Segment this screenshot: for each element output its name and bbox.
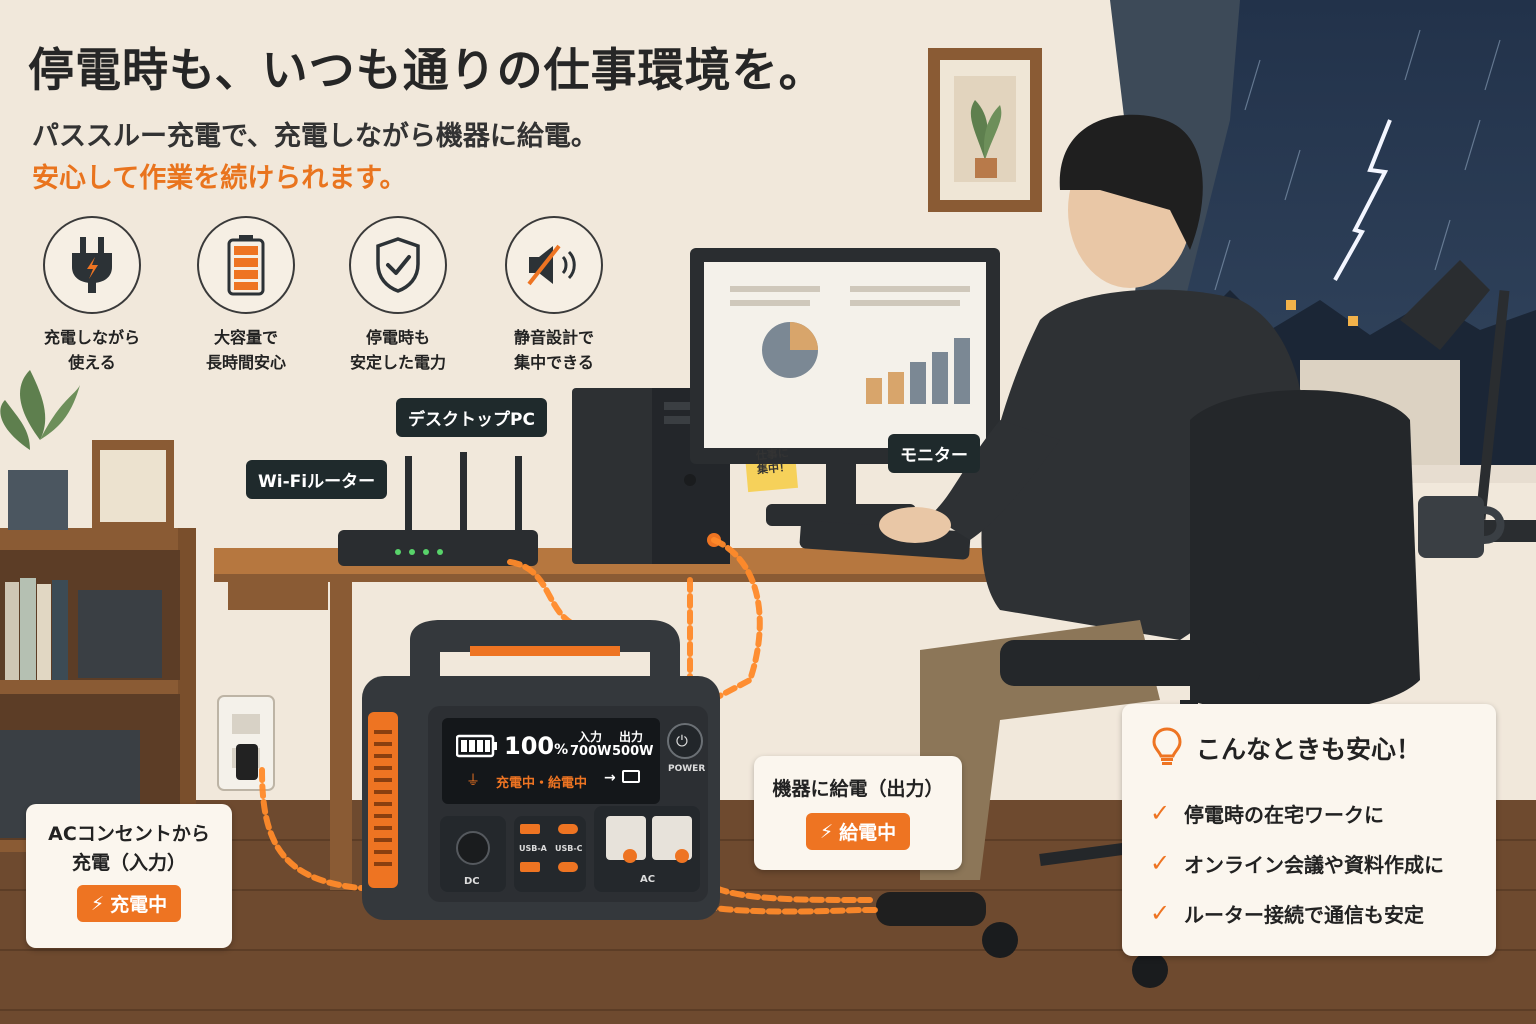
usb-c-port-2 bbox=[558, 862, 578, 872]
check-icon: ✓ bbox=[1150, 849, 1171, 877]
usb-c-label: USB-C bbox=[555, 844, 583, 853]
monitor-tag: モニター bbox=[888, 434, 980, 473]
supplying-badge: ⚡給電中 bbox=[805, 813, 911, 850]
input-label: 入力 bbox=[578, 730, 603, 744]
page-headline: 停電時も、いつも通りの仕事環境を。 bbox=[28, 43, 826, 97]
feature-stable-power: 停電時も 安定した電力 bbox=[328, 216, 468, 376]
power-label: POWER bbox=[668, 764, 706, 774]
output-value: 500W bbox=[612, 744, 654, 759]
plug-small-icon: ⏚ bbox=[466, 773, 480, 789]
page-accent-line: 安心して作業を続けられます。 bbox=[32, 163, 407, 194]
input-charging-card: ACコンセントから 充電（入力） ⚡充電中 bbox=[26, 804, 232, 948]
usb-c-port-1 bbox=[558, 824, 578, 834]
status-arrow: → bbox=[604, 770, 616, 786]
lightbulb-icon bbox=[1150, 726, 1184, 770]
feature-large-capacity: 大容量で 長時間安心 bbox=[176, 216, 316, 376]
router-tag: Wi-Fiルーター bbox=[246, 460, 388, 499]
page-subline: パススルー充電で、充電しながら機器に給電。 bbox=[32, 121, 598, 152]
feature-label: 停電時も 安定した電力 bbox=[349, 328, 446, 372]
person-working bbox=[876, 114, 1308, 926]
usb-a-port-1 bbox=[520, 824, 540, 834]
output-label: 出力 bbox=[619, 730, 644, 744]
lightning-icon: ⚡ bbox=[90, 892, 105, 915]
battery-full-icon bbox=[455, 734, 498, 762]
monitor-illustration bbox=[690, 248, 1000, 526]
status-text: 充電中・給電中 bbox=[496, 776, 588, 791]
feature-label: 大容量で 長時間安心 bbox=[205, 328, 286, 372]
reassurance-item: ✓ オンライン会議や資料作成に bbox=[1150, 849, 1444, 877]
wifi-router-illustration bbox=[338, 452, 538, 566]
reassurance-item: ✓ 停電時の在宅ワークに bbox=[1150, 799, 1384, 827]
sticky-note-text: 仕事に 集中！ bbox=[755, 446, 791, 477]
output-supply-card: 機器に給電（出力） ⚡給電中 bbox=[754, 756, 962, 870]
input-card-title: ACコンセントから 充電（入力） bbox=[48, 823, 210, 874]
wall-outlet bbox=[217, 695, 275, 791]
battery-icon bbox=[197, 216, 295, 314]
reassurance-item: ✓ ルーター接続で通信も安定 bbox=[1150, 899, 1424, 927]
ac-label: AC bbox=[640, 874, 656, 885]
feature-quiet-design: 静音設計で 集中できる bbox=[484, 216, 624, 376]
reassurance-card: こんなときも安心！ ✓ 停電時の在宅ワークに ✓ オンライン会議や資料作成に ✓… bbox=[1122, 704, 1496, 956]
usb-a-label: USB-A bbox=[519, 844, 547, 853]
power-button-icon[interactable]: ⏻ bbox=[676, 732, 688, 750]
lightning-icon: ⚡ bbox=[819, 820, 834, 843]
portable-power-station bbox=[362, 620, 720, 920]
charging-badge: ⚡充電中 bbox=[76, 885, 182, 922]
input-value: 700W bbox=[570, 744, 612, 759]
feature-label: 充電しながら 使える bbox=[43, 328, 140, 372]
battery-percent: 100% bbox=[504, 732, 569, 760]
check-icon: ✓ bbox=[1150, 799, 1171, 827]
output-card-title: 機器に給電（出力） bbox=[772, 778, 944, 800]
framed-plant-picture bbox=[928, 48, 1042, 212]
reassurance-title: こんなときも安心！ bbox=[1196, 735, 1422, 764]
feature-charge-while-use: 充電しながら 使える bbox=[22, 216, 162, 376]
usb-a-port-2 bbox=[520, 862, 540, 872]
lightning-bolt bbox=[1333, 119, 1392, 281]
check-icon: ✓ bbox=[1150, 899, 1171, 927]
mute-speaker-icon bbox=[505, 216, 603, 314]
coffee-mug bbox=[1418, 496, 1505, 558]
desktop-pc-tag: デスクトップPC bbox=[396, 398, 547, 437]
dc-label: DC bbox=[464, 876, 480, 887]
bookshelf bbox=[0, 370, 196, 858]
plug-icon bbox=[43, 216, 141, 314]
shield-check-icon bbox=[349, 216, 447, 314]
feature-label: 静音設計で 集中できる bbox=[513, 328, 594, 372]
laptop-icon bbox=[622, 770, 640, 783]
